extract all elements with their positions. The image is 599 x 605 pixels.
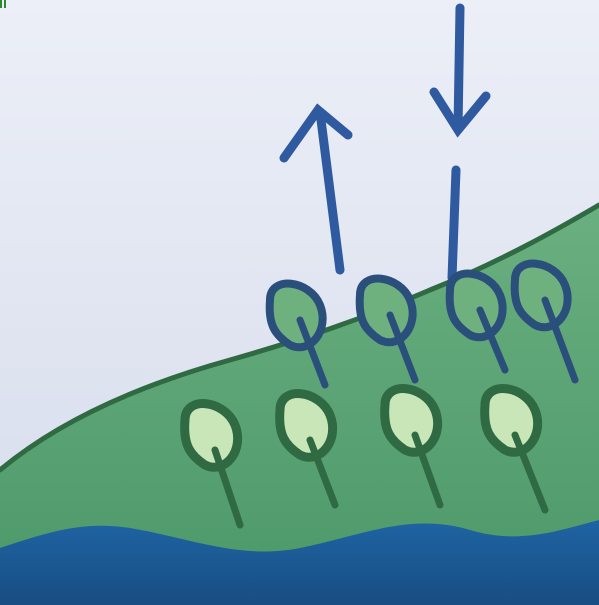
- corner-mark: [0, 0, 8, 8]
